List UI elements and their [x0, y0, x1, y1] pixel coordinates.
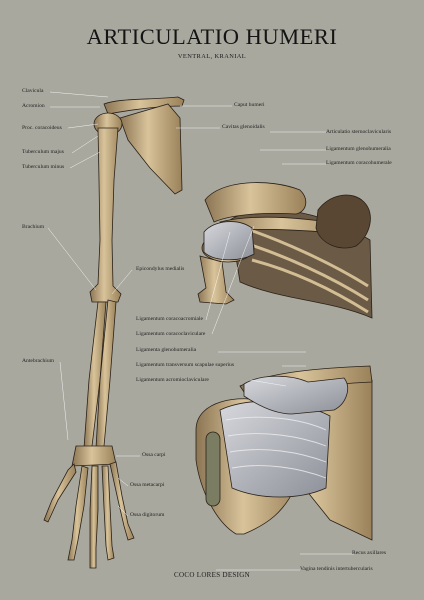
humerus-bone: [89, 127, 122, 303]
leader-lines: [47, 91, 354, 571]
label-ligamentum-coracoclaviculare: Ligamentum coracoclaviculare: [136, 331, 206, 337]
label-tuberculum-minus: Tuberculum minus: [22, 164, 65, 170]
label-vagina-tendinis: Vagina tendinis intertubercularis: [300, 566, 373, 572]
label-cavitas-glenoidalis: Cavitas glenoidalis: [222, 124, 265, 130]
label-brachium: Brachium: [22, 224, 45, 230]
label-epicondylus-medialis: Epicondylus medialis: [136, 266, 185, 272]
spine-vertebra: [315, 194, 371, 249]
biceps-tendon-sheath: [205, 431, 221, 507]
label-articulatio-sternoclavicularis: Articulatio sternoclavicularis: [326, 129, 392, 135]
label-recus-axillares: Recus axillares: [352, 550, 387, 556]
label-ligamentum-coracohumerale: Ligamentum coracohumerale: [326, 160, 392, 166]
label-ossa-digitorum: Ossa digitorum: [130, 512, 165, 518]
scapula-bone: [119, 103, 183, 195]
ligaments-top-closeup: [243, 375, 348, 415]
arm-skeleton: [43, 96, 185, 569]
scapula-cranial: [204, 182, 307, 223]
label-tuberculum-majus: Tuberculum majus: [22, 149, 64, 155]
carpal-bones: [71, 445, 117, 467]
label-ligamenta-glenohumeralia: Ligamenta glenohumeralia: [136, 347, 197, 353]
label-ossa-metacarpi: Ossa metacarpi: [130, 482, 165, 488]
label-ligamentum-coracoacromiale: Ligamentum coracoacromiale: [136, 316, 203, 322]
shoulder-ligaments-cranial: [203, 221, 255, 261]
label-caput-humeri: Caput humeri: [234, 102, 265, 108]
poster-footer: COCO LORES DESIGN: [174, 571, 250, 579]
poster-title: ARTICULATIO HUMERI: [86, 24, 338, 49]
shoulder-closeup: [195, 365, 373, 541]
label-acromion: Acromion: [22, 103, 45, 109]
hand-fingers: [43, 461, 135, 569]
label-proc-coracoideus: Proc. coracoideus: [22, 125, 62, 131]
joint-capsule-closeup: [219, 401, 331, 498]
label-ligamentum-glenohumeralia: Ligamentum glenohumeralia: [326, 146, 391, 152]
label-antebrachium: Antebrachium: [22, 358, 54, 364]
label-clavicula: Clavicula: [22, 88, 44, 94]
humerus-shaft-cranial: [197, 255, 235, 305]
shoulder-cranial-view: [197, 182, 373, 319]
clavicle-bone: [103, 96, 185, 115]
poster-subtitle: VENTRAL, KRANIAL: [177, 53, 247, 60]
label-ligamentum-transversum: Ligamentum transversum scapulae superius: [136, 362, 235, 368]
label-ossa-carpi: Ossa carpi: [142, 452, 166, 458]
label-ligamentum-acromioclaviculare: Ligamentum acromioclaviculare: [136, 377, 209, 383]
capsule-fibers: [225, 416, 327, 479]
